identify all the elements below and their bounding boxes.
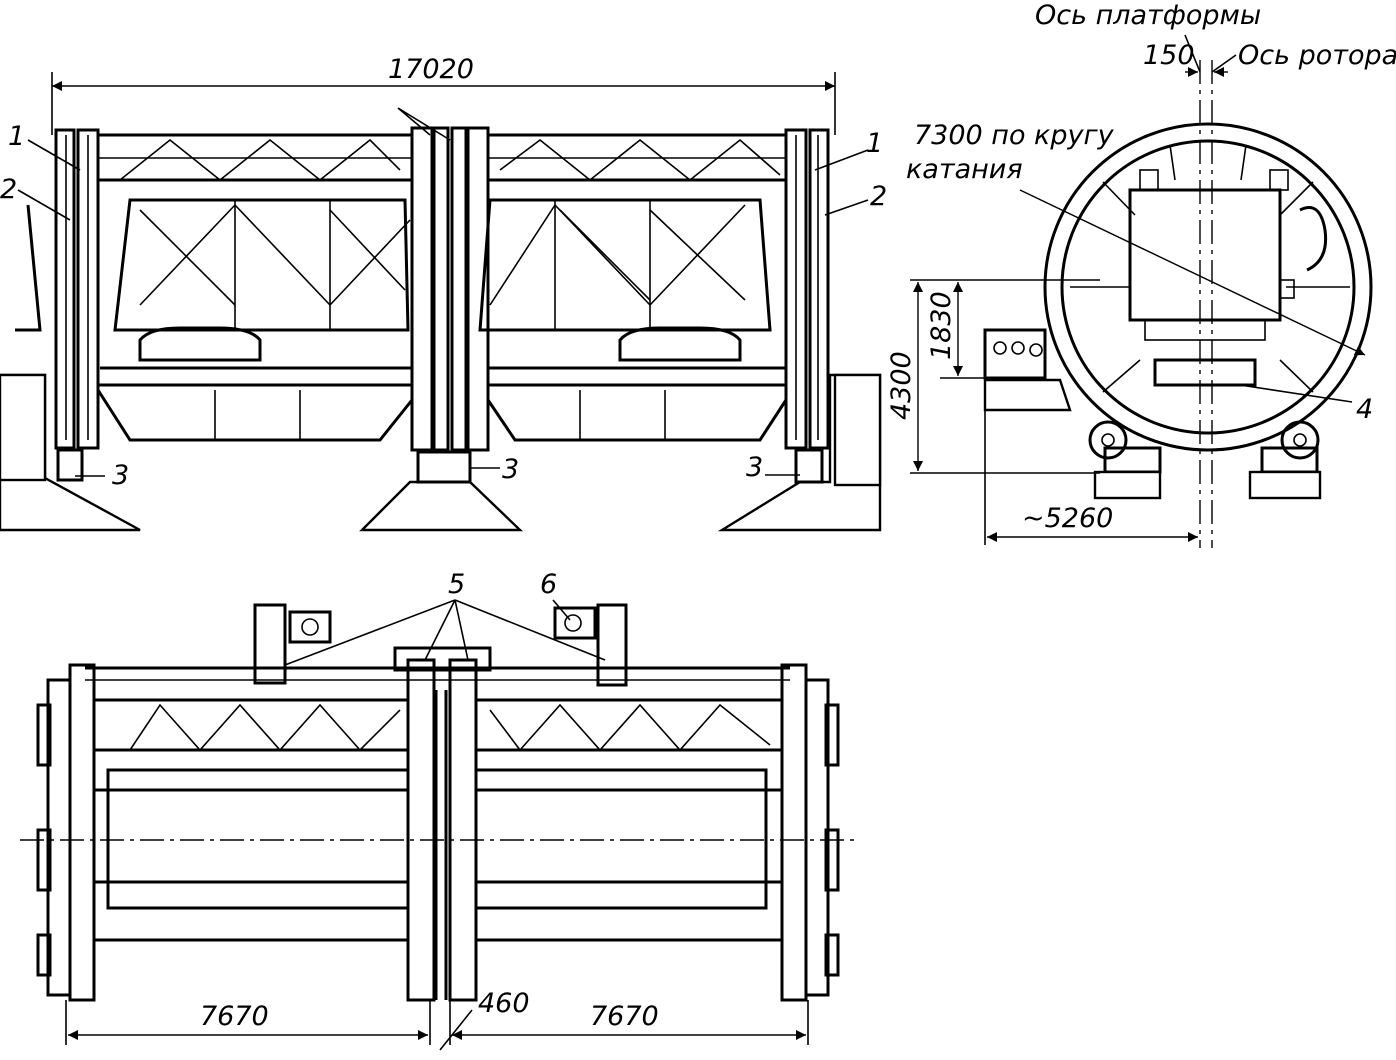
- height-inner-label: 1830: [926, 291, 957, 360]
- callout-3-center: 3: [502, 454, 519, 485]
- section-height-dimensions: 1830 4300: [886, 279, 1100, 474]
- elevation-foundations: [0, 373, 882, 532]
- ring-center-right: [450, 126, 490, 452]
- platform-axis-label: Ось платформы: [1035, 0, 1261, 31]
- callout-3-right: 3: [746, 452, 763, 483]
- section-view: Ось платформы Ось ротора 150: [886, 0, 1396, 548]
- wagon-right: [478, 198, 786, 370]
- height-overall-label: 4300: [886, 351, 917, 420]
- ring-spokes: [1070, 144, 1350, 393]
- plan-platform: [94, 768, 782, 942]
- callout-2-right: 2: [870, 181, 887, 212]
- plan-truss-right: [476, 698, 782, 752]
- plan-ring-left: [36, 663, 96, 1002]
- upper-truss-right: [488, 133, 786, 182]
- plan-dimensions: 7670 7670 460: [65, 988, 809, 1051]
- axis-offset-label: 150: [1143, 40, 1195, 71]
- callout-4: 4: [1356, 394, 1373, 425]
- diameter-label-line2: катания: [906, 154, 1023, 185]
- callout-6: 6: [540, 569, 557, 600]
- callout-5: 5: [448, 569, 465, 600]
- elevation-callouts: 1 2 1 2 3 3 3: [0, 121, 887, 491]
- roller-supports-elevation: [56, 448, 824, 484]
- wagon-section: [1128, 169, 1328, 387]
- callout-3-left: 3: [112, 460, 129, 491]
- diameter-label-line1: 7300 по кругу: [914, 120, 1115, 151]
- section-width-dimension: ~5260: [984, 410, 1198, 545]
- callout-2-left: 2: [0, 174, 17, 205]
- wagon-left: [100, 198, 412, 370]
- ring-left: [54, 128, 100, 450]
- gap-label: 460: [478, 988, 530, 1019]
- overall-length-label: 17020: [388, 54, 474, 85]
- overall-length-dimension: 17020: [51, 54, 836, 135]
- ring-center-left: [410, 126, 450, 452]
- plan-ring-right: [780, 663, 840, 1002]
- plan-truss-left: [94, 698, 408, 752]
- drive-unit: [983, 328, 1072, 412]
- section-rollers: [1088, 420, 1322, 500]
- elevation-view: 17020: [0, 54, 887, 532]
- ring-right: [784, 128, 830, 450]
- callout-1-right: 1: [866, 128, 883, 159]
- left-length-label: 7670: [200, 1001, 269, 1032]
- rotor-axis-label: Ось ротора: [1238, 40, 1396, 71]
- top-brackets: [253, 603, 628, 687]
- right-length-label: 7670: [590, 1001, 659, 1032]
- callout-1-left: 1: [8, 121, 25, 152]
- plan-view: 5 6: [20, 569, 860, 1051]
- width-overall-label: ~5260: [1022, 503, 1113, 534]
- upper-truss-left: [98, 133, 412, 182]
- platform-beams: [96, 383, 788, 442]
